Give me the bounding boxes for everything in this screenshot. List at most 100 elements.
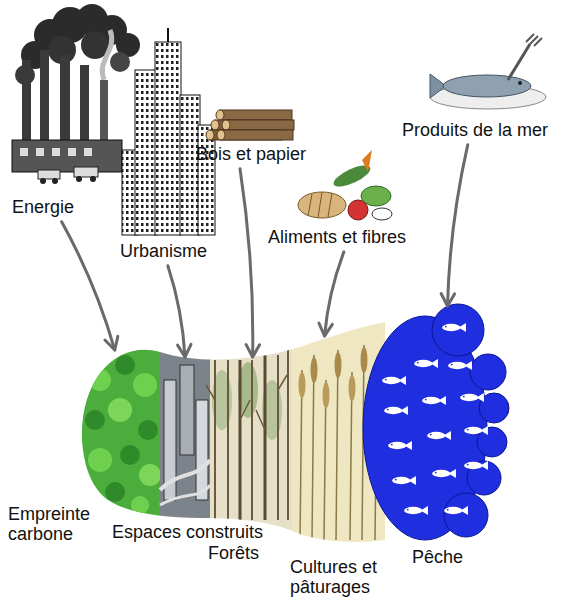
footprint — [0, 300, 392, 560]
city-icon — [122, 28, 215, 235]
factory-icon-part — [74, 167, 98, 177]
node-label: Espaces construits — [112, 523, 263, 543]
footprint-toes-part — [464, 461, 488, 470]
footprint-part — [349, 375, 356, 401]
region-caption: Pêche — [412, 548, 463, 568]
footprint-toes-part — [427, 431, 451, 440]
factory-icon-part — [102, 30, 112, 80]
logs-icon — [206, 110, 294, 140]
footprint-toes-part — [448, 361, 472, 370]
food-icon-part — [308, 194, 312, 216]
logs-icon-part — [222, 120, 230, 130]
fish-plate-icon-part — [534, 38, 542, 46]
footprint-part — [264, 355, 267, 520]
arrow-head — [441, 294, 454, 306]
footprint-part — [239, 360, 242, 520]
footprint-part — [214, 360, 216, 520]
node-label: Empreinte carbone — [8, 505, 100, 545]
factory-icon-part — [90, 176, 96, 182]
logs-icon-part — [216, 110, 224, 120]
footprint-toes-part — [444, 493, 488, 537]
factory-icon-part — [52, 178, 58, 184]
footprint-region: Espaces construits — [160, 357, 210, 517]
footprint-part — [210, 300, 292, 560]
source-label: Produits de la mer — [402, 121, 548, 141]
food-icon-part — [372, 208, 392, 220]
city-icon-part — [155, 42, 181, 235]
footprint-part — [206, 375, 287, 430]
footprint-part — [85, 410, 105, 430]
food-icon-part — [348, 200, 368, 220]
footprint-part — [251, 360, 253, 520]
factory-icon-part — [38, 170, 60, 179]
fish-plate-icon-part — [443, 75, 531, 97]
footprint-toes-part — [384, 406, 408, 415]
footprint-part — [108, 398, 132, 422]
footprint-part — [120, 445, 140, 465]
footprint-toes-part — [432, 469, 456, 478]
factory-icon-part — [68, 148, 76, 156]
node-label: Urbanisme — [120, 242, 207, 262]
arrow-head — [246, 345, 259, 357]
city-icon-part — [135, 70, 157, 235]
factory-icon — [12, 4, 140, 184]
arrow-head — [105, 336, 118, 350]
footprint-toes-part — [392, 476, 416, 485]
food-icon — [298, 150, 392, 220]
arrow-line — [62, 222, 115, 350]
node-label: Forêts — [208, 544, 259, 564]
node-label: Energie — [12, 198, 74, 218]
region-caption: Cultures et pâturages — [290, 558, 410, 598]
footprint-part — [0, 300, 160, 560]
footprint-toes-part — [442, 323, 466, 332]
footprint-part — [361, 347, 368, 373]
logs-icon-part — [220, 110, 292, 120]
footprint-toes-part — [422, 396, 446, 405]
footprint-part — [88, 448, 112, 472]
factory-icon-part — [20, 148, 28, 156]
fish-plate-icon — [430, 34, 546, 109]
flow-arrow — [240, 169, 260, 357]
arrow-head — [178, 344, 191, 357]
factory-icon-part — [52, 148, 60, 156]
footprint-toes-part — [414, 359, 438, 368]
arrow-line — [325, 252, 344, 336]
flow-arrow — [441, 145, 468, 306]
logs-icon-part — [217, 130, 225, 140]
node-label: Cultures et pâturages — [290, 558, 410, 598]
footprint-part — [89, 369, 111, 391]
node-label: Produits de la mer — [402, 121, 548, 141]
food-icon-part — [318, 192, 322, 218]
footprint-part — [323, 382, 330, 408]
food-icon-part — [328, 193, 332, 217]
region-caption: Forêts — [208, 544, 259, 564]
city-icon-part — [167, 28, 169, 42]
node-label: Aliments et fibres — [268, 228, 406, 248]
footprint-part — [335, 352, 342, 378]
footprint-toes-part — [432, 304, 484, 356]
fish-plate-icon-part — [518, 81, 522, 85]
factory-icon-part — [12, 140, 122, 172]
flow-arrow — [62, 222, 118, 350]
arrow-line — [240, 169, 253, 357]
footprint-toes-part — [470, 354, 506, 390]
footprint-part — [138, 420, 158, 440]
footprint-toes-part — [404, 506, 428, 515]
factory-icon-part — [76, 176, 82, 182]
logs-icon-part — [226, 120, 294, 130]
fish-plate-icon-part — [508, 44, 530, 80]
arrow-line — [168, 266, 185, 357]
footprint-part — [131, 496, 149, 514]
footprint-region: Cultures et pâturages — [292, 336, 385, 536]
food-icon-part — [362, 150, 372, 172]
source-label: Urbanisme — [120, 242, 207, 262]
footprint-part — [196, 400, 208, 500]
footprint-part — [277, 355, 279, 520]
factory-icon-part — [110, 52, 130, 72]
footprint-part — [227, 360, 229, 520]
node-label: Bois et papier — [196, 145, 306, 165]
footprint-toes-part — [464, 426, 488, 435]
factory-icon-part — [84, 148, 92, 156]
footprint-part — [336, 350, 338, 540]
